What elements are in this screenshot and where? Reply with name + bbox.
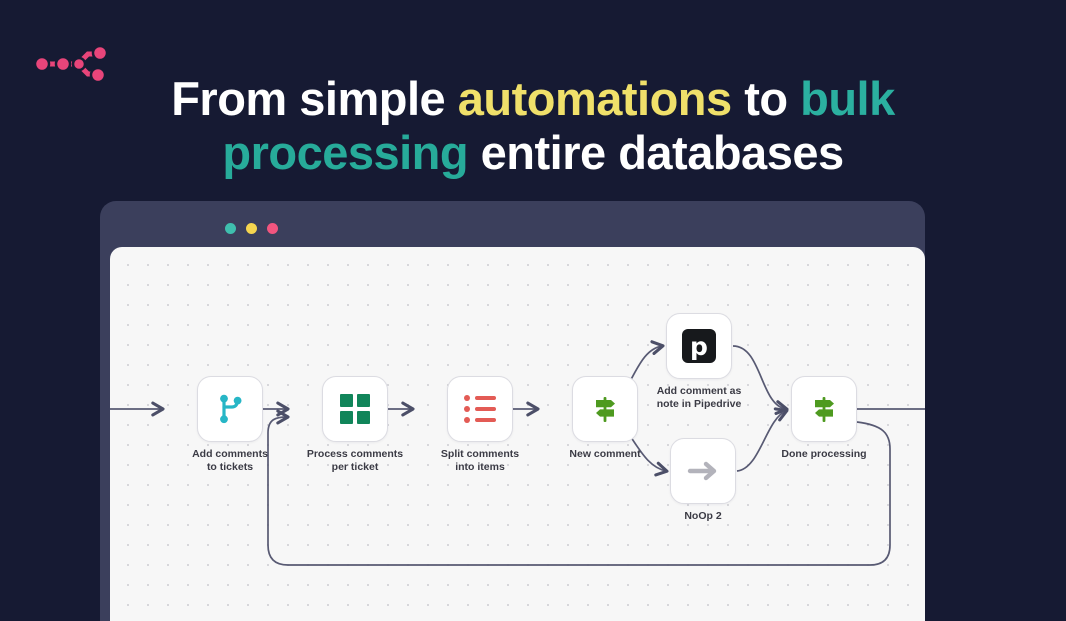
headline-segment-2: to xyxy=(731,72,801,125)
node-add-comments-to-tickets[interactable]: Add comments to tickets xyxy=(192,376,268,473)
node-box[interactable] xyxy=(670,438,736,504)
page-title: From simple automations to bulk processi… xyxy=(0,72,1066,180)
node-box[interactable]: p xyxy=(666,313,732,379)
node-label: Process comments per ticket xyxy=(306,448,404,473)
browser-window: Add comments to tickets Process comments… xyxy=(100,201,925,621)
node-label: New comment xyxy=(569,448,641,460)
node-box[interactable] xyxy=(322,376,388,442)
node-label: Add comment as note in Pipedrive xyxy=(656,385,742,410)
node-label: Split comments into items xyxy=(440,448,520,473)
node-box[interactable] xyxy=(447,376,513,442)
node-label: Done processing xyxy=(781,448,867,460)
close-dot[interactable] xyxy=(225,223,236,234)
headline-highlight-automations: automations xyxy=(457,72,732,125)
workflow-canvas[interactable]: Add comments to tickets Process comments… xyxy=(110,247,925,621)
n8n-logo-icon xyxy=(30,40,114,88)
node-label: Add comments to tickets xyxy=(192,448,268,473)
node-new-comment[interactable]: New comment xyxy=(569,376,641,460)
node-label: NoOp 2 xyxy=(684,510,722,522)
git-branch-icon xyxy=(220,394,242,424)
window-titlebar xyxy=(100,201,925,249)
signpost-switch-icon xyxy=(596,397,615,422)
bullet-list-icon xyxy=(464,395,496,423)
grid-squares-icon xyxy=(340,394,370,424)
arrow-right-icon xyxy=(687,461,717,481)
headline-highlight-bulk: bulk xyxy=(800,72,895,125)
minimize-dot[interactable] xyxy=(246,223,257,234)
node-split-comments-into-items[interactable]: Split comments into items xyxy=(441,376,519,473)
headline-segment-1: From simple xyxy=(171,72,458,125)
headline-highlight-processing: processing xyxy=(222,126,469,179)
node-noop-2[interactable]: NoOp 2 xyxy=(670,438,736,522)
node-done-processing[interactable]: Done processing xyxy=(781,376,867,460)
node-add-comment-as-note-in-pipedrive[interactable]: p Add comment as note in Pipedrive xyxy=(657,313,741,410)
headline-segment-3: entire databases xyxy=(468,126,844,179)
pipedrive-icon: p xyxy=(682,329,716,363)
signpost-switch-icon xyxy=(815,397,834,422)
node-process-comments-per-ticket[interactable]: Process comments per ticket xyxy=(307,376,403,473)
node-box[interactable] xyxy=(791,376,857,442)
node-box[interactable] xyxy=(572,376,638,442)
poster-stage: From simple automations to bulk processi… xyxy=(0,40,1066,621)
maximize-dot[interactable] xyxy=(267,223,278,234)
node-box[interactable] xyxy=(197,376,263,442)
